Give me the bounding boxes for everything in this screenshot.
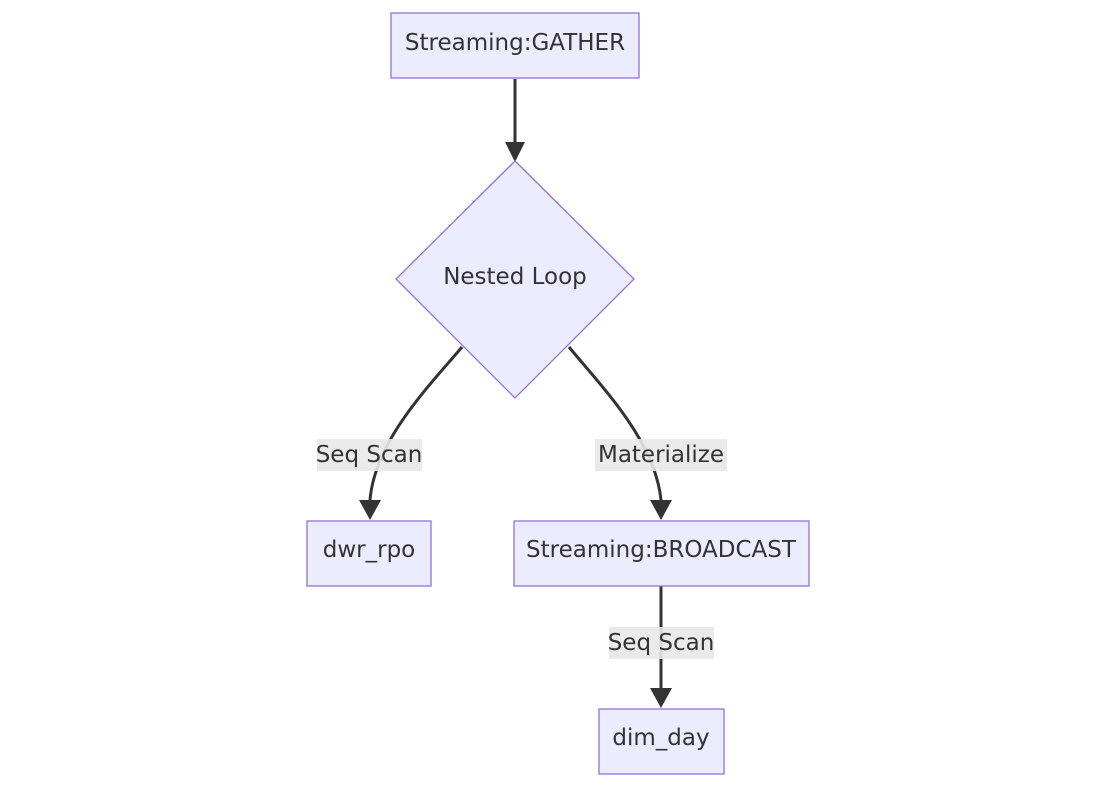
- node-streaming-gather: Streaming:GATHER: [390, 12, 640, 79]
- edge-label-seq-scan-left: Seq Scan: [316, 439, 423, 471]
- edge-label: Materialize: [598, 442, 724, 468]
- edge-label: Seq Scan: [608, 630, 715, 656]
- edge-label-background: [609, 627, 714, 659]
- node-box: [390, 12, 640, 79]
- arrowhead: [359, 500, 381, 520]
- node-label: dim_day: [612, 725, 709, 751]
- node-diamond: [395, 160, 635, 399]
- edge-label-background: [317, 439, 422, 471]
- node-label: Streaming:GATHER: [405, 30, 625, 56]
- edge-nested-loop-to-broadcast: [567, 346, 672, 520]
- edge-nested-loop-to-dwr-rpo: [359, 346, 464, 520]
- edge-label-seq-scan-bottom: Seq Scan: [608, 627, 715, 659]
- node-label: Streaming:BROADCAST: [526, 537, 797, 563]
- node-nested-loop: Nested Loop: [395, 160, 635, 399]
- node-label: Nested Loop: [443, 264, 587, 290]
- arrowhead: [650, 500, 672, 520]
- arrowhead: [650, 688, 672, 708]
- edge-label-background: [595, 439, 727, 471]
- edge-label-materialize: Materialize: [595, 439, 727, 471]
- node-box: [513, 520, 810, 587]
- node-label: dwr_rpo: [323, 537, 416, 563]
- node-streaming-broadcast: Streaming:BROADCAST: [513, 520, 810, 587]
- arrowhead: [505, 142, 525, 162]
- node-box: [598, 708, 725, 775]
- edge-label: Seq Scan: [316, 442, 423, 468]
- edge-gather-to-nested-loop: [505, 79, 525, 162]
- node-box: [306, 520, 432, 587]
- edge-line: [368, 346, 464, 501]
- node-dim-day: dim_day: [598, 708, 725, 775]
- edge-line: [567, 346, 663, 501]
- node-dwr-rpo: dwr_rpo: [306, 520, 432, 587]
